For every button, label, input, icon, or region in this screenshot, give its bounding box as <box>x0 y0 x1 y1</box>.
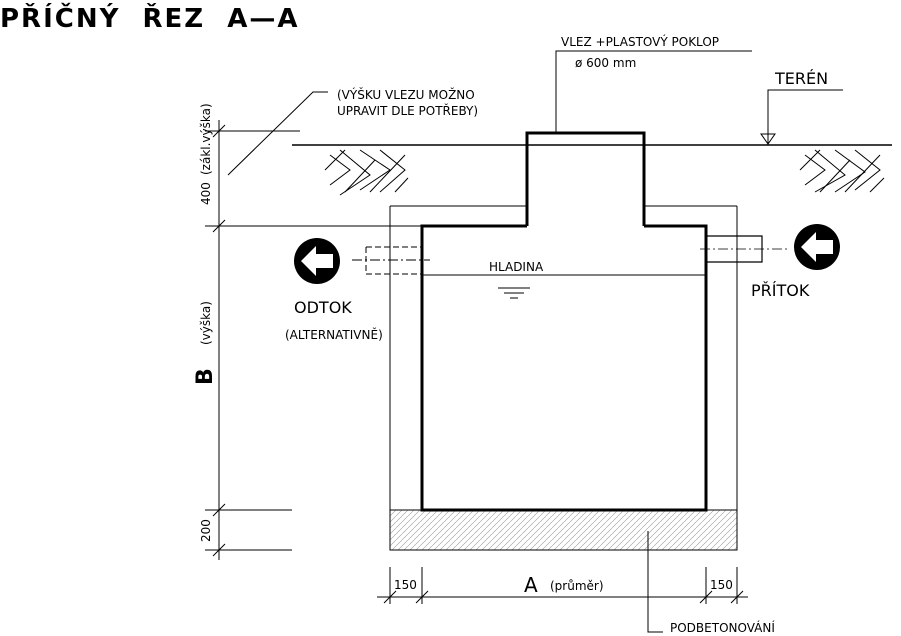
manhole-shaft <box>525 131 646 226</box>
dim-top-height-note: (zákl.výška) <box>199 103 213 175</box>
tank-body <box>420 224 708 512</box>
concrete-base <box>389 509 738 551</box>
note-line-1: (VÝŠKU VLEZU MOŽNO <box>337 87 475 102</box>
outlet-arrow-icon <box>294 238 340 284</box>
drawing-title: PŘÍČNÝ ŘEZ A—A <box>0 2 300 34</box>
water-level-symbol <box>498 287 530 299</box>
manhole-label: VLEZ +PLASTOVÝ POKLOP <box>561 34 719 49</box>
dim-diameter-note: (průměr) <box>550 579 604 593</box>
note-line-2: UPRAVIT DLE POTŘEBY) <box>337 103 478 118</box>
terrain-leader <box>767 89 843 145</box>
dim-base-height: 200 <box>199 519 213 542</box>
dim-wall-left: 150 <box>394 578 417 592</box>
inlet-pipe <box>700 235 790 263</box>
concrete-base-label: PODBETONOVÁNÍ <box>670 620 775 635</box>
terrain-label: TERÉN <box>774 69 828 88</box>
inlet-label: PŘÍTOK <box>751 281 810 300</box>
terrain-marker <box>760 133 776 145</box>
outlet-pipe <box>352 246 430 275</box>
dim-height-note: (výška) <box>199 301 213 345</box>
dim-wall-right: 150 <box>710 578 733 592</box>
dim-diameter-label: A <box>524 573 538 597</box>
dim-height-label: B <box>193 368 218 385</box>
soil-hatch-right <box>799 149 885 193</box>
note-leader <box>227 91 328 176</box>
water-level-label: HLADINA <box>489 260 544 274</box>
excavation-outline <box>389 206 738 551</box>
concrete-base-leader <box>647 531 663 633</box>
soil-hatch-left <box>324 149 409 196</box>
vertical-dimension <box>205 120 422 560</box>
inlet-arrow-icon <box>794 224 840 270</box>
manhole-leader <box>555 50 752 133</box>
horizontal-dimension <box>377 567 748 604</box>
outlet-label: ODTOK <box>294 298 352 317</box>
outlet-note: (ALTERNATIVNĚ) <box>285 327 383 342</box>
manhole-diameter: ø 600 mm <box>575 56 636 70</box>
dim-top-height: 400 <box>199 182 213 205</box>
